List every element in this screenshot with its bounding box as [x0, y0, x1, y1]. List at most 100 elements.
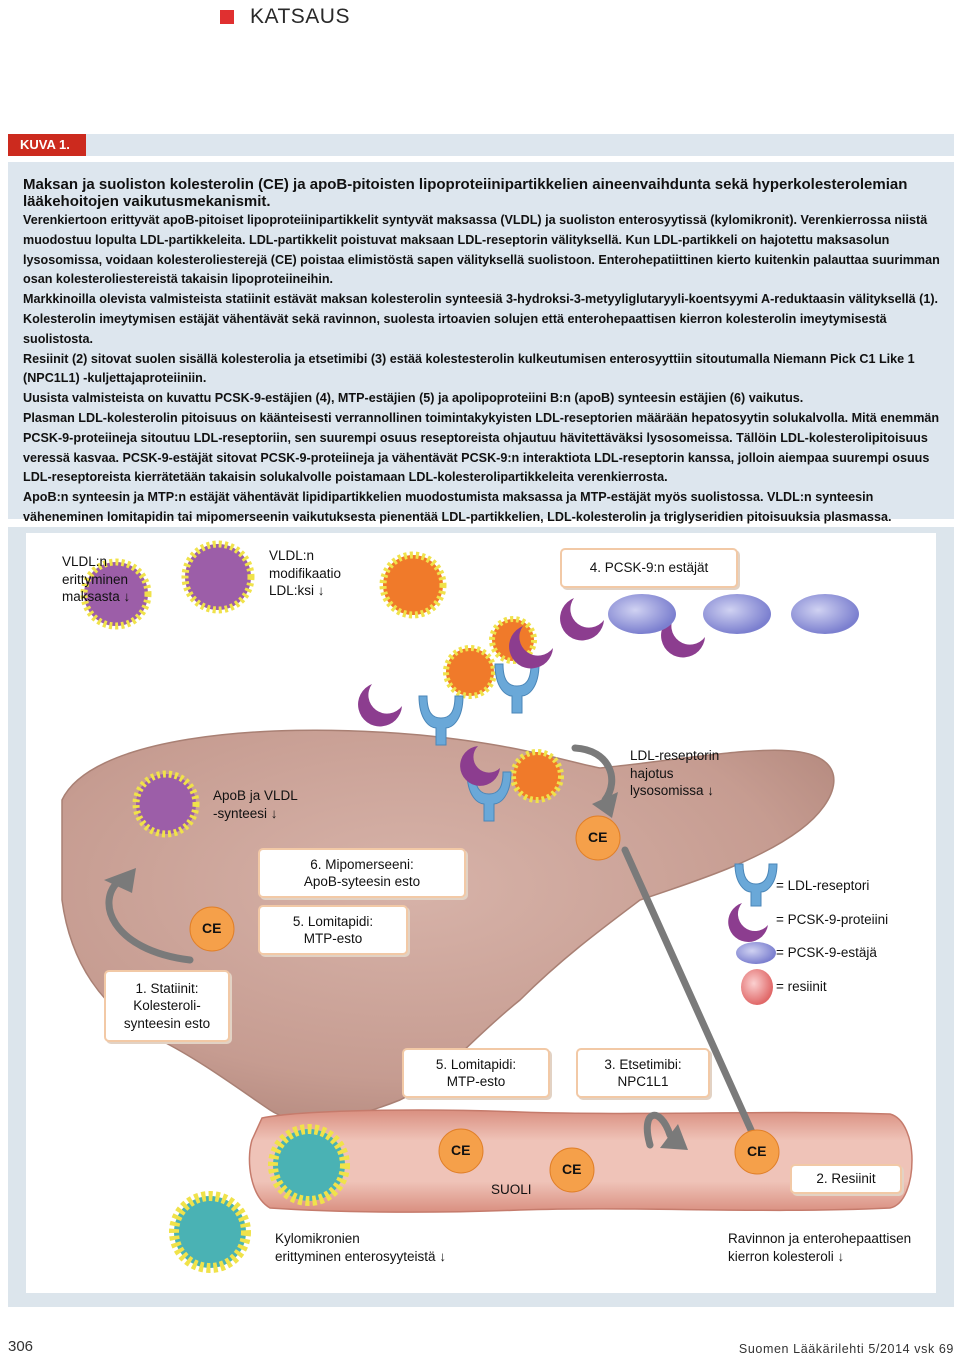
box-text: synteesin esto: [123, 1015, 211, 1031]
pcsk9-inhibitor-icon: [703, 594, 771, 634]
pcsk9-protein-icon: [661, 615, 705, 658]
ezetimibe-box: 3. Etsetimibi: NPC1L1: [576, 1048, 710, 1098]
label-line: LDL-reseptorin: [630, 748, 720, 763]
caption-paragraph: Kolesterolin imeytymisen estäjät vähentä…: [23, 311, 887, 346]
ezetimibe-arrow: [643, 1111, 674, 1149]
box-text: 6. Mipomerseeni:: [310, 856, 414, 872]
pcsk9-inhibitor-icon: [608, 594, 676, 634]
box-text: MTP-esto: [303, 931, 363, 946]
pcsk9-protein-icon: [358, 684, 402, 727]
vldl-secretion-label: VLDL:n erittyminen maksasta ↓: [62, 553, 130, 606]
label-line: modifikaatio: [269, 565, 342, 581]
label-line: lysosomissa ↓: [630, 783, 715, 798]
ldl-receptor-lysosome-label: LDL-reseptorin hajotus lysosomissa ↓: [630, 747, 719, 800]
ldl-receptor-icon: [418, 695, 464, 746]
vldl-particle-liver: [132, 770, 200, 838]
statin-cycle-arrow: [105, 876, 194, 964]
label-line: erittyminen enterosyyteistä ↓: [275, 1248, 447, 1264]
section-marker-icon: [220, 10, 234, 24]
caption-paragraph: Uusista valmisteista on kuvattu PCSK-9-e…: [23, 391, 804, 406]
ce-label: CE: [562, 1161, 582, 1177]
ce-circle: [734, 1129, 780, 1175]
resin-icon: [741, 969, 773, 1005]
chylomicron-secretion-label: Kylomikronien erittyminen enterosyyteist…: [275, 1230, 446, 1265]
lomitapide-gut-box: 5. Lomitapidi: MTP-esto: [402, 1048, 550, 1098]
legend-pcsk9-inhibitor: = PCSK-9-estäjä: [776, 945, 877, 960]
legend-ldl-receptor: = LDL-reseptori: [776, 878, 870, 893]
apob-synthesis-label: ApoB ja VLDL -synteesi ↓: [213, 787, 298, 822]
box-text: ApoB-syteesin esto: [303, 874, 421, 889]
lysosome-arrow: [571, 744, 616, 804]
caption-panel: [8, 162, 954, 519]
label-line: VLDL:n: [62, 554, 108, 569]
pcsk9-protein-icon: [460, 746, 500, 786]
pcsk9-inhibitor-box: 4. PCSK-9:n estäjät: [560, 548, 738, 588]
liver-shape: [61, 729, 835, 1122]
figure-caption: Maksan ja suoliston kolesterolin (CE) ja…: [23, 176, 943, 528]
label-line: ApoB ja VLDL: [213, 788, 298, 803]
bile-arrow: [621, 846, 764, 1154]
pcsk9-inhibitor-icon: [791, 594, 859, 634]
ce-label: CE: [588, 829, 608, 845]
flow-arrows: [105, 744, 764, 1154]
caption-paragraph: Resiinit (2) sitovat suolen sisällä kole…: [23, 351, 915, 386]
vldl-modification-label: VLDL:n modifikaatio LDL:ksi ↓: [269, 547, 341, 600]
journal-name: Suomen Lääkärilehti 5/2014 vsk 69: [738, 1342, 954, 1356]
label-line: maksasta ↓: [62, 589, 131, 604]
caption-paragraph: Markkinoilla olevista valmisteista stati…: [23, 292, 939, 307]
legend-resin: = resiinit: [776, 979, 827, 994]
label-line: Ravinnon ja enterohepaattisen: [728, 1231, 912, 1246]
pcsk9-protein-icon: [728, 903, 768, 943]
chylomicron-particle-2: [169, 1191, 251, 1273]
resins-box: 2. Resiinit: [790, 1164, 902, 1194]
pcsk9-protein-icon: [560, 598, 604, 641]
box-text: MTP-esto: [446, 1074, 506, 1089]
pcsk9-inhibitors: [608, 594, 859, 964]
mipomersen-box: 6. Mipomerseeni: ApoB-syteesin esto: [258, 848, 466, 898]
ldl-receptor-icon: [466, 771, 512, 822]
label-line: -synteesi ↓: [213, 805, 278, 821]
box-text: NPC1L1: [617, 1074, 669, 1089]
label-line: kierron kolesteroli ↓: [728, 1248, 845, 1264]
idl-particle: [379, 551, 447, 619]
ce-circle: [549, 1147, 595, 1193]
label-line: VLDL:n: [269, 548, 315, 563]
ce-label: CE: [747, 1143, 767, 1159]
pcsk9-protein-icon: [509, 626, 553, 669]
box-text: Kolesteroli-: [133, 998, 201, 1014]
vldl-particle-2: [181, 540, 255, 614]
receptors: [418, 663, 778, 907]
caption-title: Maksan ja suoliston kolesterolin (CE) ja…: [23, 176, 908, 210]
ldl-particle-1: [443, 645, 497, 699]
box-text: 5. Lomitapidi:: [435, 1056, 517, 1072]
statins-box: 1. Statiinit: Kolesteroli- synteesin est…: [104, 970, 230, 1042]
box-text: 3. Etsetimibi:: [604, 1056, 682, 1072]
caption-paragraph: ApoB:n synteesin ja MTP:n estäjät vähent…: [23, 490, 892, 524]
box-text: 1. Statiinit:: [135, 980, 199, 996]
label-line: hajotus: [630, 765, 674, 781]
figure-label-bar: [8, 134, 954, 156]
lomitapide-liver-box: 5. Lomitapidi: MTP-esto: [258, 905, 408, 955]
label-line: LDL:ksi ↓: [269, 583, 325, 598]
ldl-receptor-icon: [734, 863, 778, 907]
ce-markers: [189, 815, 780, 1193]
box-text: 2. Resiinit: [816, 1171, 876, 1187]
page-number: 306: [8, 1338, 34, 1355]
box-text: 5. Lomitapidi:: [292, 913, 374, 929]
legend-pcsk9-protein: = PCSK-9-proteiini: [776, 912, 889, 927]
ldl-receptor-icon: [494, 663, 540, 714]
pcsk9-proteins: [358, 598, 768, 943]
label-line: erittyminen: [62, 571, 129, 587]
ce-label: CE: [451, 1142, 471, 1158]
vldl-particle-1: [80, 558, 152, 630]
ce-circle: [575, 815, 621, 861]
pcsk9-inhibitor-icon: [736, 942, 776, 964]
ldl-particle-3: [510, 749, 564, 803]
label-line: Kylomikronien: [275, 1231, 360, 1246]
figure-tag: KUVA 1.: [8, 134, 86, 156]
chylomicron-particle-1: [268, 1124, 350, 1206]
section-label: KATSAUS: [250, 5, 350, 28]
dietary-cholesterol-label: Ravinnon ja enterohepaattisen kierron ko…: [728, 1230, 911, 1265]
caption-paragraph: Plasman LDL-kolesterolin pitoisuus on kä…: [23, 410, 940, 485]
